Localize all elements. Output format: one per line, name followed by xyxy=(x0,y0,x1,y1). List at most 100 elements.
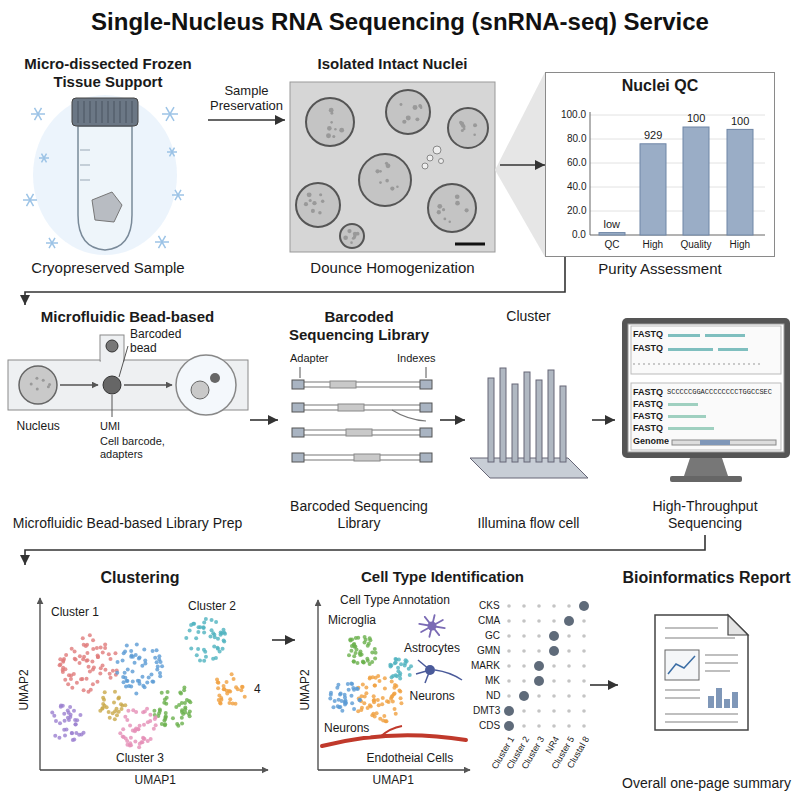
dot-plot-dot xyxy=(522,709,526,713)
gene-label: ND xyxy=(486,690,500,702)
cell-dot xyxy=(158,707,162,711)
index-end xyxy=(420,380,432,389)
cell-dot xyxy=(166,690,170,694)
chromatin-speck xyxy=(326,133,331,138)
cell-dot xyxy=(101,651,105,655)
cell-dot xyxy=(136,727,140,731)
plot-title: Cell Type Annotation xyxy=(338,594,452,608)
dot-plot-dot xyxy=(504,721,514,731)
scale-bar xyxy=(455,243,485,246)
cell-dot xyxy=(91,638,95,642)
dot-plot-dot xyxy=(552,679,556,683)
chromatin-speck xyxy=(319,193,322,196)
cluster-label: 4 xyxy=(252,683,263,697)
barcode-segment xyxy=(338,404,364,411)
cell-dot xyxy=(58,663,62,667)
cell-dot xyxy=(208,635,212,639)
cell-dot xyxy=(180,710,184,714)
cell-dot xyxy=(62,712,66,716)
cell-dot xyxy=(338,705,342,709)
cell-dot xyxy=(352,707,356,711)
cell-dot xyxy=(364,686,368,690)
debris xyxy=(439,159,444,164)
cell-dot xyxy=(71,738,75,742)
cell-dot xyxy=(128,724,132,728)
cell-dot xyxy=(385,699,389,703)
dot-plot-dot xyxy=(567,694,571,698)
umap-axis xyxy=(39,598,40,770)
bar-category: QC xyxy=(605,239,620,251)
cell-dot xyxy=(58,662,62,666)
dot-plot-dot xyxy=(507,649,511,653)
cell-dot xyxy=(113,690,117,694)
cell-dot xyxy=(72,709,76,713)
part-label: Nucleus xyxy=(17,420,60,434)
part-label: Cell barcode, adapters xyxy=(100,435,195,460)
cell-dot xyxy=(396,666,400,670)
axis-title: UMAP1 xyxy=(135,774,176,788)
cluster-pillar xyxy=(524,372,530,462)
bar-value: low xyxy=(604,218,621,231)
dot-plot-dot xyxy=(537,649,541,653)
cell-dot xyxy=(54,719,58,723)
step-heading: Clustering xyxy=(11,568,269,587)
axis-title: UMAP2 xyxy=(298,669,312,710)
cell-dot xyxy=(221,647,225,651)
cell-dot xyxy=(210,628,214,632)
cell-dot xyxy=(82,731,86,735)
step-caption: Overall one-page summary xyxy=(621,775,792,792)
cell-dot xyxy=(131,680,135,684)
cell-dot xyxy=(123,703,127,707)
cell-dot xyxy=(88,633,92,637)
cell-dot xyxy=(243,695,247,699)
chromatin-speck xyxy=(356,232,360,236)
zoom-wedge xyxy=(495,72,545,257)
step-heading: Nuclei QC xyxy=(549,76,771,95)
chromatin-speck xyxy=(329,108,334,113)
cell-dot xyxy=(107,652,111,656)
dot-plot-dot xyxy=(552,664,556,668)
cell-dot xyxy=(129,649,133,653)
cell-dot xyxy=(123,650,127,654)
cell-dot xyxy=(394,684,398,688)
cell-dot xyxy=(348,637,352,641)
flow-arrow xyxy=(440,419,465,421)
cell-dot xyxy=(364,638,368,642)
cell-type-label: Microglia xyxy=(326,614,378,628)
cell-dot xyxy=(74,657,78,661)
cell-dot xyxy=(158,671,162,675)
axis-tick: 20.0 xyxy=(567,205,586,217)
snowflake xyxy=(27,194,34,206)
tube-cap xyxy=(72,98,138,126)
cell-dot xyxy=(390,680,394,684)
cell-type-label: Endotheial Cells xyxy=(365,752,456,766)
axis-tick: 0.0 xyxy=(572,229,586,241)
cell-dot xyxy=(408,673,412,677)
text-line xyxy=(665,627,718,629)
cell-dot xyxy=(216,686,220,690)
genome-segment xyxy=(700,440,730,445)
cell-dot xyxy=(157,654,161,658)
text-line xyxy=(665,697,700,699)
edge-label: Sample Preservation xyxy=(208,84,285,114)
snowflake xyxy=(166,107,174,121)
gene-label: CKS xyxy=(479,600,500,612)
chromatin-speck xyxy=(312,201,316,205)
cell-dot xyxy=(196,630,200,634)
cell-dot xyxy=(155,660,159,664)
cell-dot xyxy=(202,659,206,663)
cell-dot xyxy=(74,722,78,726)
cell-dot xyxy=(160,691,164,695)
dot-plot-dot xyxy=(522,664,526,668)
cell-dot xyxy=(91,647,95,651)
cell-dot xyxy=(388,665,392,669)
cap-rib xyxy=(90,101,91,123)
cell-dot xyxy=(353,645,357,649)
cluster-pillar xyxy=(536,380,542,462)
dot-plot-dot xyxy=(522,604,526,608)
cell-dot xyxy=(347,688,351,692)
dna-strand xyxy=(304,386,420,387)
step-heading: Microfluidic Bead-based xyxy=(8,308,247,326)
index-end xyxy=(420,428,432,437)
snowflake xyxy=(35,108,42,120)
